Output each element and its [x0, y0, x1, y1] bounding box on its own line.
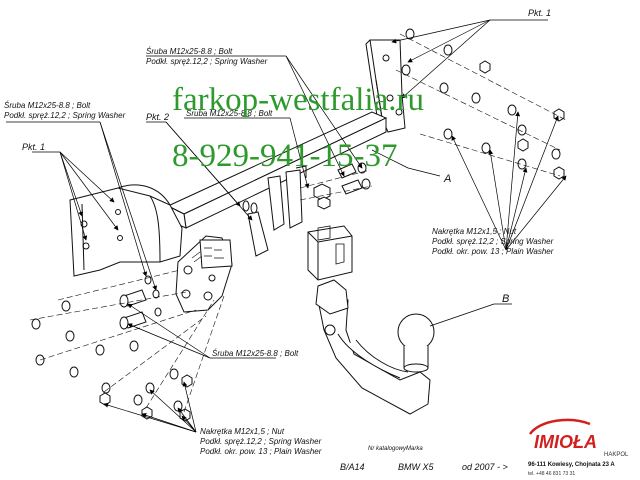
callout-nut-bottom-line2: Podkł. spręż.12,2 ; Spring Washer: [200, 437, 322, 446]
callout-bolt-bottom: Śruba M12x25-8.8 ; Bolt: [212, 349, 299, 358]
logo-swoosh: [528, 418, 591, 435]
brand-header: Marka: [406, 446, 423, 452]
label-pkt1-left: Pkt. 1: [22, 142, 45, 152]
callout-bolt-mid: Śruba M12x25-8.8 ; Bolt: [186, 109, 273, 118]
logo-subtext: HAKPOL: [604, 452, 629, 458]
callout-bolt-top-line2: Podkł. spręż.12,2 ; Spring Washer: [146, 57, 268, 66]
callout-nut-right-line3: Podkł. okr. pow. 13 ; Plain Washer: [432, 247, 554, 256]
leader-lines: [6, 19, 567, 433]
company-logo: IMIOŁA HAKPOL 96-111 Kowiesy, Chojnata 2…: [528, 418, 629, 477]
right-fasteners: [401, 28, 561, 170]
callout-nut-bottom-line1: Nakrętka M12x1,5 ; Nut: [200, 427, 285, 436]
label-part-a: A: [443, 173, 451, 185]
company-phone: tel. +48 46 831 73 31: [528, 471, 575, 477]
callout-bolt-top-line1: Śruba M12x25-8.8 ; Bolt: [146, 47, 233, 56]
catalog-number: B/A14: [340, 462, 365, 472]
left-nuts: [99, 374, 193, 422]
title-block: Nr katalogowy Marka B/A14 BMW X5 od 2007…: [340, 446, 508, 472]
coupling-body: [315, 279, 349, 315]
assembly-axes: [29, 33, 567, 413]
catalog-header: Nr katalogowy: [368, 446, 407, 452]
callout-nut-right-line1: Nakrętka M12x1,5 ; Nut: [432, 227, 517, 236]
company-address: 96-111 Kowiesy, Chojnata 23 A: [528, 462, 615, 468]
label-pkt2: Pkt. 2: [146, 112, 169, 122]
left-mounting-bracket: [69, 184, 183, 277]
callout-nut-bottom-line3: Podkł. okr. pow. 13 ; Plain Washer: [200, 447, 322, 456]
vehicle-model: BMW X5: [398, 462, 434, 472]
center-left-bolts: [119, 275, 162, 330]
callout-bolt-left-line1: Śruba M12x25-8.8 ; Bolt: [4, 101, 91, 110]
socket-block: [307, 225, 353, 281]
watermark-site: farkop-westfalia.ru: [172, 82, 424, 118]
callout-nut-right-line2: Podkł. spręż.12,2 ; Spring Washer: [432, 237, 554, 246]
label-part-b: B: [502, 293, 509, 305]
callout-bolt-left-line2: Podkł. spręż.12,2 ; Spring Washer: [4, 111, 126, 120]
right-mounting-bracket: [365, 39, 406, 133]
production-years: od 2007 - >: [462, 462, 508, 472]
logo-text: IMIOŁA: [534, 432, 597, 452]
label-pkt1-top: Pkt. 1: [528, 8, 551, 18]
ball-mount: [317, 289, 435, 415]
watermark-phone: 8-929-941-15-37: [172, 138, 397, 174]
center-plates: [247, 165, 307, 257]
socket-plate: [175, 235, 233, 313]
left-fasteners: [31, 300, 183, 412]
